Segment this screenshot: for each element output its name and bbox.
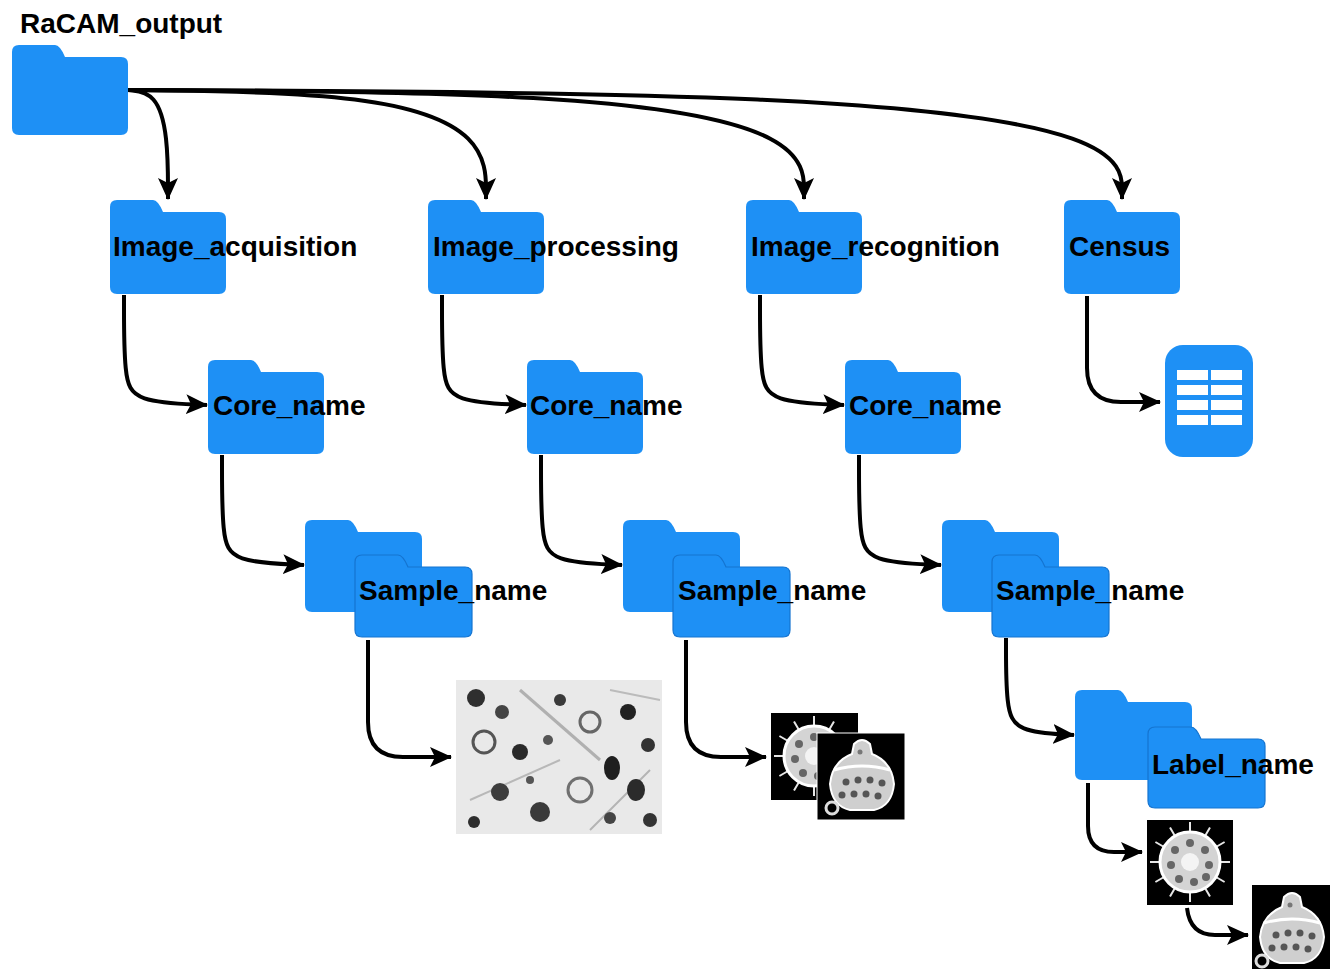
particle <box>643 813 657 827</box>
needle <box>590 770 650 830</box>
radiolarian-figure <box>826 740 894 814</box>
folder-node: Core_name <box>527 360 685 454</box>
folder-label: Label_name <box>1152 749 1314 781</box>
radiolarian-figure <box>1256 893 1324 967</box>
folder-label: Core_name <box>213 390 366 422</box>
folder-shape <box>12 45 128 135</box>
connector-arrow <box>222 455 304 565</box>
folder-label: RaCAM_output <box>20 8 222 40</box>
folder-node: Core_name <box>208 360 368 454</box>
image-tile <box>817 733 905 820</box>
folder-node: Image_recognition <box>746 200 1002 294</box>
image-tile <box>1147 820 1233 905</box>
folder-label: Image_processing <box>433 231 679 263</box>
particle <box>543 735 553 745</box>
needle <box>470 760 560 800</box>
folder-node: Sample_name <box>623 520 869 637</box>
folder-node: Image_acquisition <box>110 200 360 294</box>
connector-layer <box>124 90 1122 735</box>
folder-label: Core_name <box>849 390 1002 422</box>
table-cell <box>1211 415 1242 425</box>
folder-node: Image_processing <box>428 200 681 294</box>
table-cell <box>1211 400 1242 410</box>
table-cell <box>1177 400 1208 410</box>
folder-node: RaCAM_output <box>12 8 225 135</box>
table-icon <box>1165 345 1253 457</box>
folder-label: Sample_name <box>359 575 547 607</box>
processed-images <box>771 713 905 820</box>
folder-node: Sample_name <box>305 520 550 637</box>
connector-arrow <box>859 455 941 565</box>
image-arrow <box>1187 908 1248 935</box>
folder-label: Census <box>1069 231 1170 263</box>
needle <box>520 690 600 760</box>
folder-label: Sample_name <box>996 575 1184 607</box>
particle <box>568 778 592 802</box>
particle <box>627 779 645 801</box>
image-arrow <box>686 640 766 757</box>
particle <box>473 731 495 753</box>
folder-label: Image_acquisition <box>113 231 357 263</box>
particle <box>491 783 509 801</box>
particle <box>512 744 528 760</box>
microscope-image <box>456 680 662 834</box>
radiolarian-figure <box>1150 822 1230 902</box>
folder-shape <box>1064 200 1180 294</box>
connector-arrow <box>128 90 486 199</box>
particle <box>495 705 509 719</box>
table-cell <box>1177 385 1208 395</box>
folder-node: Sample_name <box>942 520 1187 637</box>
table-cell <box>1177 370 1208 380</box>
particle <box>620 704 636 720</box>
image-ground <box>456 680 662 834</box>
folder-label: Core_name <box>530 390 683 422</box>
particle <box>530 802 550 822</box>
table-cell <box>1211 370 1242 380</box>
connector-arrow <box>128 90 1122 199</box>
table-cell <box>1177 415 1208 425</box>
folder-node: Core_name <box>845 360 1004 454</box>
connector-arrow <box>128 90 804 199</box>
particle <box>580 712 600 732</box>
connector-arrow <box>760 295 844 405</box>
image-arrow <box>1088 783 1142 852</box>
particle <box>467 689 485 707</box>
folder-node: Label_name <box>1075 690 1316 808</box>
table-arrow <box>1087 296 1160 402</box>
image-arrow <box>368 640 451 757</box>
particle <box>604 756 620 780</box>
recognised-images <box>1147 820 1330 969</box>
folder-label: Sample_name <box>678 575 866 607</box>
particle <box>641 738 655 752</box>
particle <box>468 816 480 828</box>
particle <box>526 776 534 784</box>
needle <box>610 690 660 700</box>
table-ground <box>1165 345 1253 457</box>
particle <box>554 694 566 706</box>
connector-arrow <box>541 455 622 565</box>
image-tile <box>1252 885 1330 969</box>
connector-arrow <box>442 295 526 405</box>
particle <box>604 812 616 824</box>
connector-arrow <box>1006 638 1074 735</box>
illustration-arrows <box>368 296 1248 935</box>
folder-icon <box>12 45 128 135</box>
connector-arrow <box>128 90 168 199</box>
folder-label: Image_recognition <box>751 231 1000 263</box>
table-cell <box>1211 385 1242 395</box>
folder-node: Census <box>1064 200 1180 294</box>
connector-arrow <box>124 295 207 405</box>
